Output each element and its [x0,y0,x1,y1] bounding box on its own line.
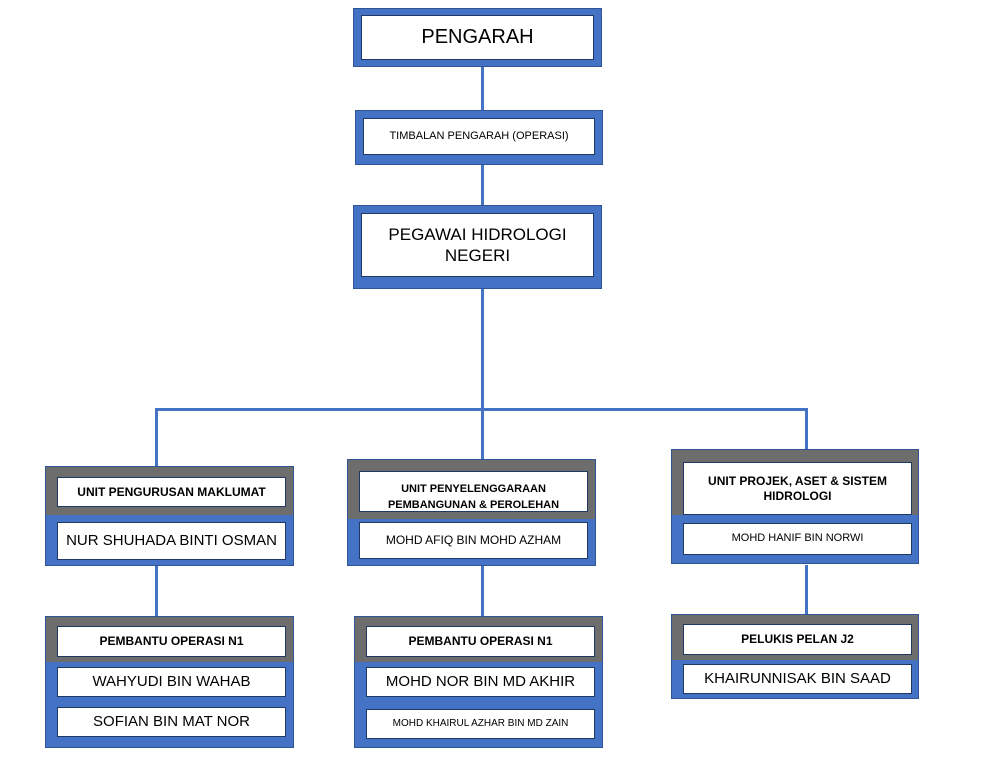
unit-projek-aset-frame: UNIT PROJEK, ASET & SISTEM HIDROLOGI MOH… [671,449,919,564]
connector-director-deputy [481,66,484,110]
unit-penyelenggaraan-frame: UNIT PENYELENGGARAAN PEMBANGUNAN & PEROL… [347,459,596,566]
unit-pengurusan-maklumat-staff-frame: PEMBANTU OPERASI N1 WAHYUDI BIN WAHAB SO… [45,616,294,748]
unit-projek-aset-staff-frame: PELUKIS PELAN J2 KHAIRUNNISAK BIN SAAD [671,614,919,699]
connector-unit2-sub [481,565,484,617]
deputy-director-frame: TIMBALAN PENGARAH (OPERASI) [355,110,603,165]
staff-member: MOHD KHAIRUL AZHAR BIN MD ZAIN [366,709,595,739]
unit-penyelenggaraan-staff-frame: PEMBANTU OPERASI N1 MOHD NOR BIN MD AKHI… [354,616,603,748]
staff-position-title: PEMBANTU OPERASI N1 [57,626,286,657]
unit-title: UNIT PENYELENGGARAAN PEMBANGUNAN & PEROL… [359,471,588,512]
connector-unit3-sub [805,565,808,614]
connector-unit1-sub [155,565,158,617]
unit-head-name: NUR SHUHADA BINTI OSMAN [57,522,286,560]
director-frame: PENGARAH [353,8,602,67]
unit-title: UNIT PROJEK, ASET & SISTEM HIDROLOGI [683,462,912,515]
staff-member: SOFIAN BIN MAT NOR [57,707,286,737]
deputy-director-box: TIMBALAN PENGARAH (OPERASI) [363,118,595,155]
staff-member: MOHD NOR BIN MD AKHIR [366,667,595,697]
director-box: PENGARAH [361,15,594,60]
staff-position-title: PELUKIS PELAN J2 [683,624,912,655]
connector-officer-trunk [481,288,484,460]
connector-unit3-drop [805,408,808,449]
unit-head-name: MOHD HANIF BIN NORWI [683,523,912,555]
unit-pengurusan-maklumat-frame: UNIT PENGURUSAN MAKLUMAT NUR SHUHADA BIN… [45,466,294,566]
unit-head-name: MOHD AFIQ BIN MOHD AZHAM [359,522,588,559]
connector-unit1-drop [155,408,158,466]
staff-member: KHAIRUNNISAK BIN SAAD [683,664,912,694]
unit-title: UNIT PENGURUSAN MAKLUMAT [57,477,286,507]
state-hydrology-officer-box: PEGAWAI HIDROLOGI NEGERI [361,213,594,277]
connector-horizontal [155,408,808,411]
state-hydrology-officer-frame: PEGAWAI HIDROLOGI NEGERI [353,205,602,289]
staff-position-title: PEMBANTU OPERASI N1 [366,626,595,657]
connector-deputy-officer [481,165,484,205]
staff-member: WAHYUDI BIN WAHAB [57,667,286,697]
